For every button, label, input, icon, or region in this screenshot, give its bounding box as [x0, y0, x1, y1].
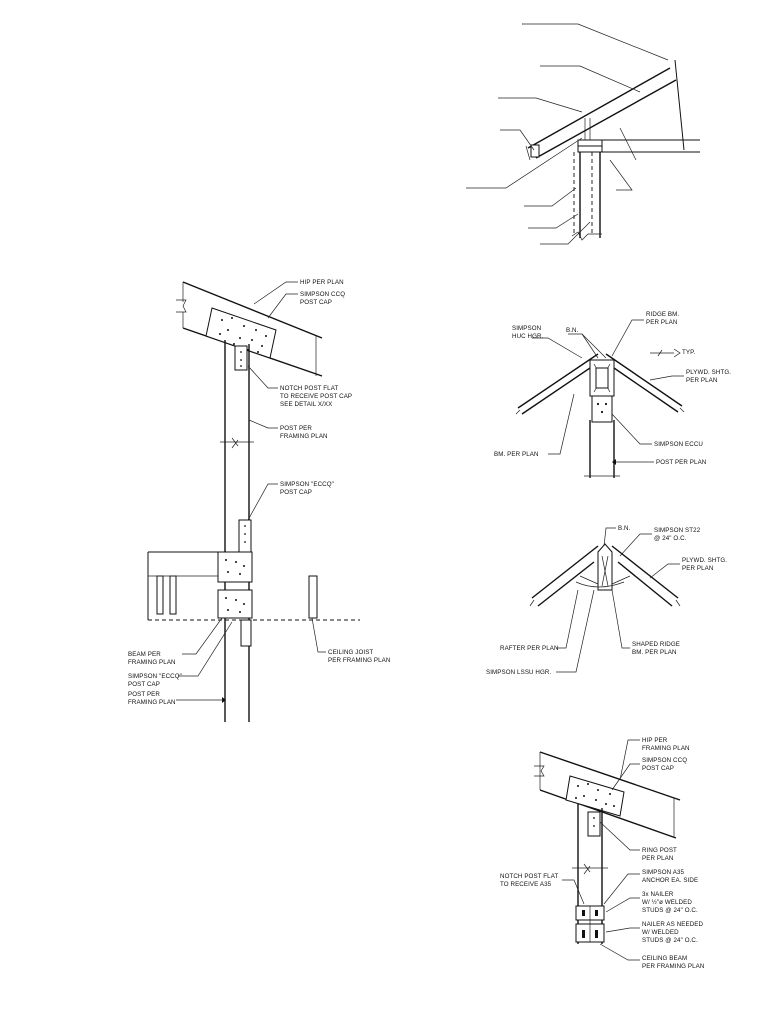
label-ccq-ring-2: POST CAP [642, 765, 674, 772]
label-ridge-2: PER PLAN [646, 319, 677, 326]
label-eccq2-1: SIMPSON "ECCQ" [128, 673, 182, 680]
label-nailer2-2: W/ WELDED [642, 929, 679, 936]
label-joist-2: PER FRAMING PLAN [328, 657, 390, 664]
detail-eave-wall [466, 23, 700, 245]
label-ccq-ring-1: SIMPSON CCQ [642, 757, 687, 764]
label-huc-1: SIMPSON [512, 325, 541, 332]
label-bn-2: B.N. [618, 525, 631, 532]
label-joist-1: CEILING JOIST [328, 649, 373, 656]
label-a35-2: ANCHOR EA. SIDE [642, 877, 698, 884]
label-rafter: RAFTER PER PLAN [500, 645, 559, 652]
ridge-beam-labels: SIMPSON HUC HGR. B.N. RIDGE BM. PER PLAN… [494, 311, 731, 466]
label-nailer-2: W/ ½"ø WELDED [642, 899, 692, 906]
label-shaped-1: SHAPED RIDGE [632, 641, 680, 648]
hip-post-labels: HIP PER PLAN SIMPSON CCQ POST CAP NOTCH … [128, 279, 390, 706]
label-ring-1: RING POST [642, 847, 677, 854]
label-beam-1: BEAM PER [128, 651, 161, 658]
label-eccu: SIMPSON ECCU [654, 441, 703, 448]
ring-ccq-plate [565, 775, 625, 817]
label-hip-2: FRAMING PLAN [642, 745, 690, 752]
label-huc-2: HUC HGR. [512, 333, 544, 340]
label-ceiling-1: CEILING BEAM [642, 955, 687, 962]
label-ring-2: PER PLAN [642, 855, 673, 862]
label-notch-2: TO RECEIVE POST CAP [280, 393, 352, 400]
label-ccq-1: SIMPSON CCQ [300, 291, 345, 298]
label-post2-1: POST PER [128, 691, 160, 698]
label-ccq-2: POST CAP [300, 299, 332, 306]
label-nailer2-3: STUDS @ 24" O.C. [642, 937, 698, 944]
label-plywd-2: PER PLAN [686, 377, 717, 384]
label-notch-a35-2: TO RECEIVE A35 [500, 881, 552, 888]
detail-ring-post [534, 739, 681, 961]
label-shaped-2: BM. PER PLAN [632, 649, 677, 656]
eccq-nails [225, 559, 245, 613]
label-eccq-1: SIMPSON "ECCQ" [280, 481, 334, 488]
label-lssu: SIMPSON LSSU HGR. [486, 669, 551, 676]
label-post-2: FRAMING PLAN [280, 433, 328, 440]
label-plywd2-1: PLYWD. SHTG. [682, 557, 727, 564]
label-beam-2: FRAMING PLAN [128, 659, 176, 666]
label-notch-a35-1: NOTCH POST FLAT [500, 873, 558, 880]
label-post-per-plan: POST PER PLAN [656, 459, 706, 466]
ccq-cap-nails [219, 317, 267, 353]
label-hip-per-plan: HIP PER PLAN [300, 279, 344, 286]
label-hip-1: HIP PER [642, 737, 668, 744]
detail-hip-post [147, 281, 360, 722]
label-nailer2-1: NAILER AS NEEDED [642, 921, 704, 928]
label-notch-3: SEE DETAIL X/XX [280, 401, 332, 408]
label-nailer-1: 3x NAILER [642, 891, 674, 898]
label-plywd-1: PLYWD. SHTG. [686, 369, 731, 376]
label-post-1: POST PER [280, 425, 312, 432]
label-notch-1: NOTCH POST FLAT [280, 385, 338, 392]
label-ceiling-2: PER FRAMING PLAN [642, 963, 704, 970]
label-bm-per-plan: BM. PER PLAN [494, 451, 539, 458]
label-bn-1: B.N. [566, 327, 579, 334]
label-eccq2-2: POST CAP [128, 681, 160, 688]
label-typ: TYP. [682, 349, 696, 356]
label-nailer-3: STUDS @ 24" O.C. [642, 907, 698, 914]
label-a35-1: SIMPSON A35 [642, 869, 684, 876]
detail-ridge-beam [515, 319, 685, 478]
label-ridge-1: RIDGE BM. [646, 311, 679, 318]
ring-post-labels: HIP PER FRAMING PLAN SIMPSON CCQ POST CA… [500, 737, 704, 970]
label-eccq-2: POST CAP [280, 489, 312, 496]
label-st22-2: @ 24" O.C. [654, 535, 687, 542]
ccq-post-cap-plate [205, 307, 277, 359]
label-plywd2-2: PER PLAN [682, 565, 713, 572]
label-st22-1: SIMPSON ST22 [654, 527, 701, 534]
label-post2-2: FRAMING PLAN [128, 699, 176, 706]
shaped-ridge-labels: B.N. SIMPSON ST22 @ 24" O.C. PLYWD. SHTG… [486, 525, 727, 676]
detail-shaped-ridge [529, 527, 681, 673]
